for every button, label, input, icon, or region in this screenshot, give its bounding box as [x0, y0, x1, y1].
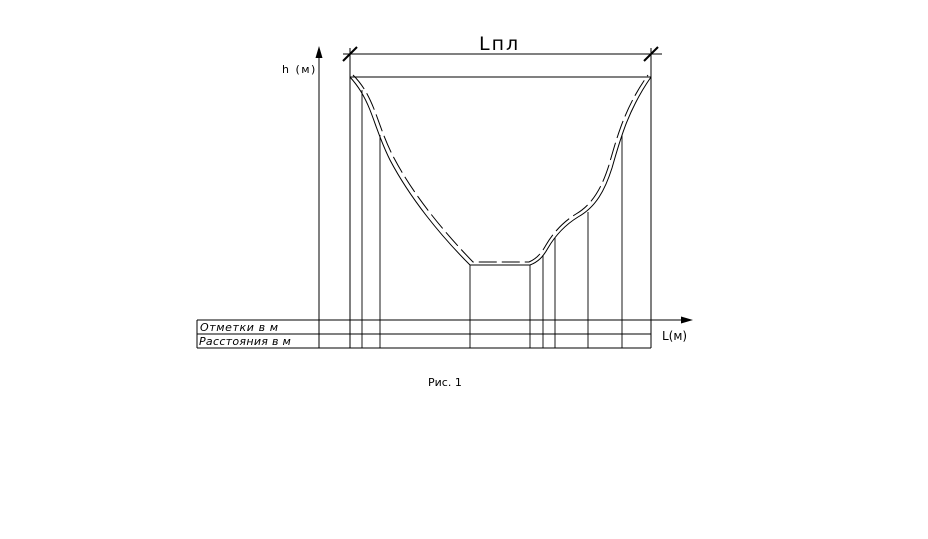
x-axis: [197, 316, 693, 324]
figure-caption: Рис. 1: [428, 376, 462, 389]
valley-frame: [349, 76, 652, 348]
y-axis-label: h (м): [282, 63, 317, 76]
ground-profile-line: [349, 76, 652, 266]
profile-ordinates: [361, 90, 623, 348]
dimension-tick-right: [643, 46, 659, 62]
y-axis-arrowhead: [315, 46, 323, 58]
table-row-label-elevations: Отметки в м: [200, 321, 279, 334]
table-row-label-distances: Расстояния в м: [199, 335, 291, 348]
dimension-tick-left: [342, 46, 358, 62]
y-axis: [315, 46, 323, 348]
width-dimension: [342, 46, 662, 77]
x-axis-label: L(м): [662, 329, 687, 343]
offset-dashed-profile: [352, 74, 649, 263]
profile-table-grid: [196, 320, 651, 349]
dimension-label: Lпл: [479, 33, 520, 55]
x-axis-arrowhead: [681, 316, 693, 324]
